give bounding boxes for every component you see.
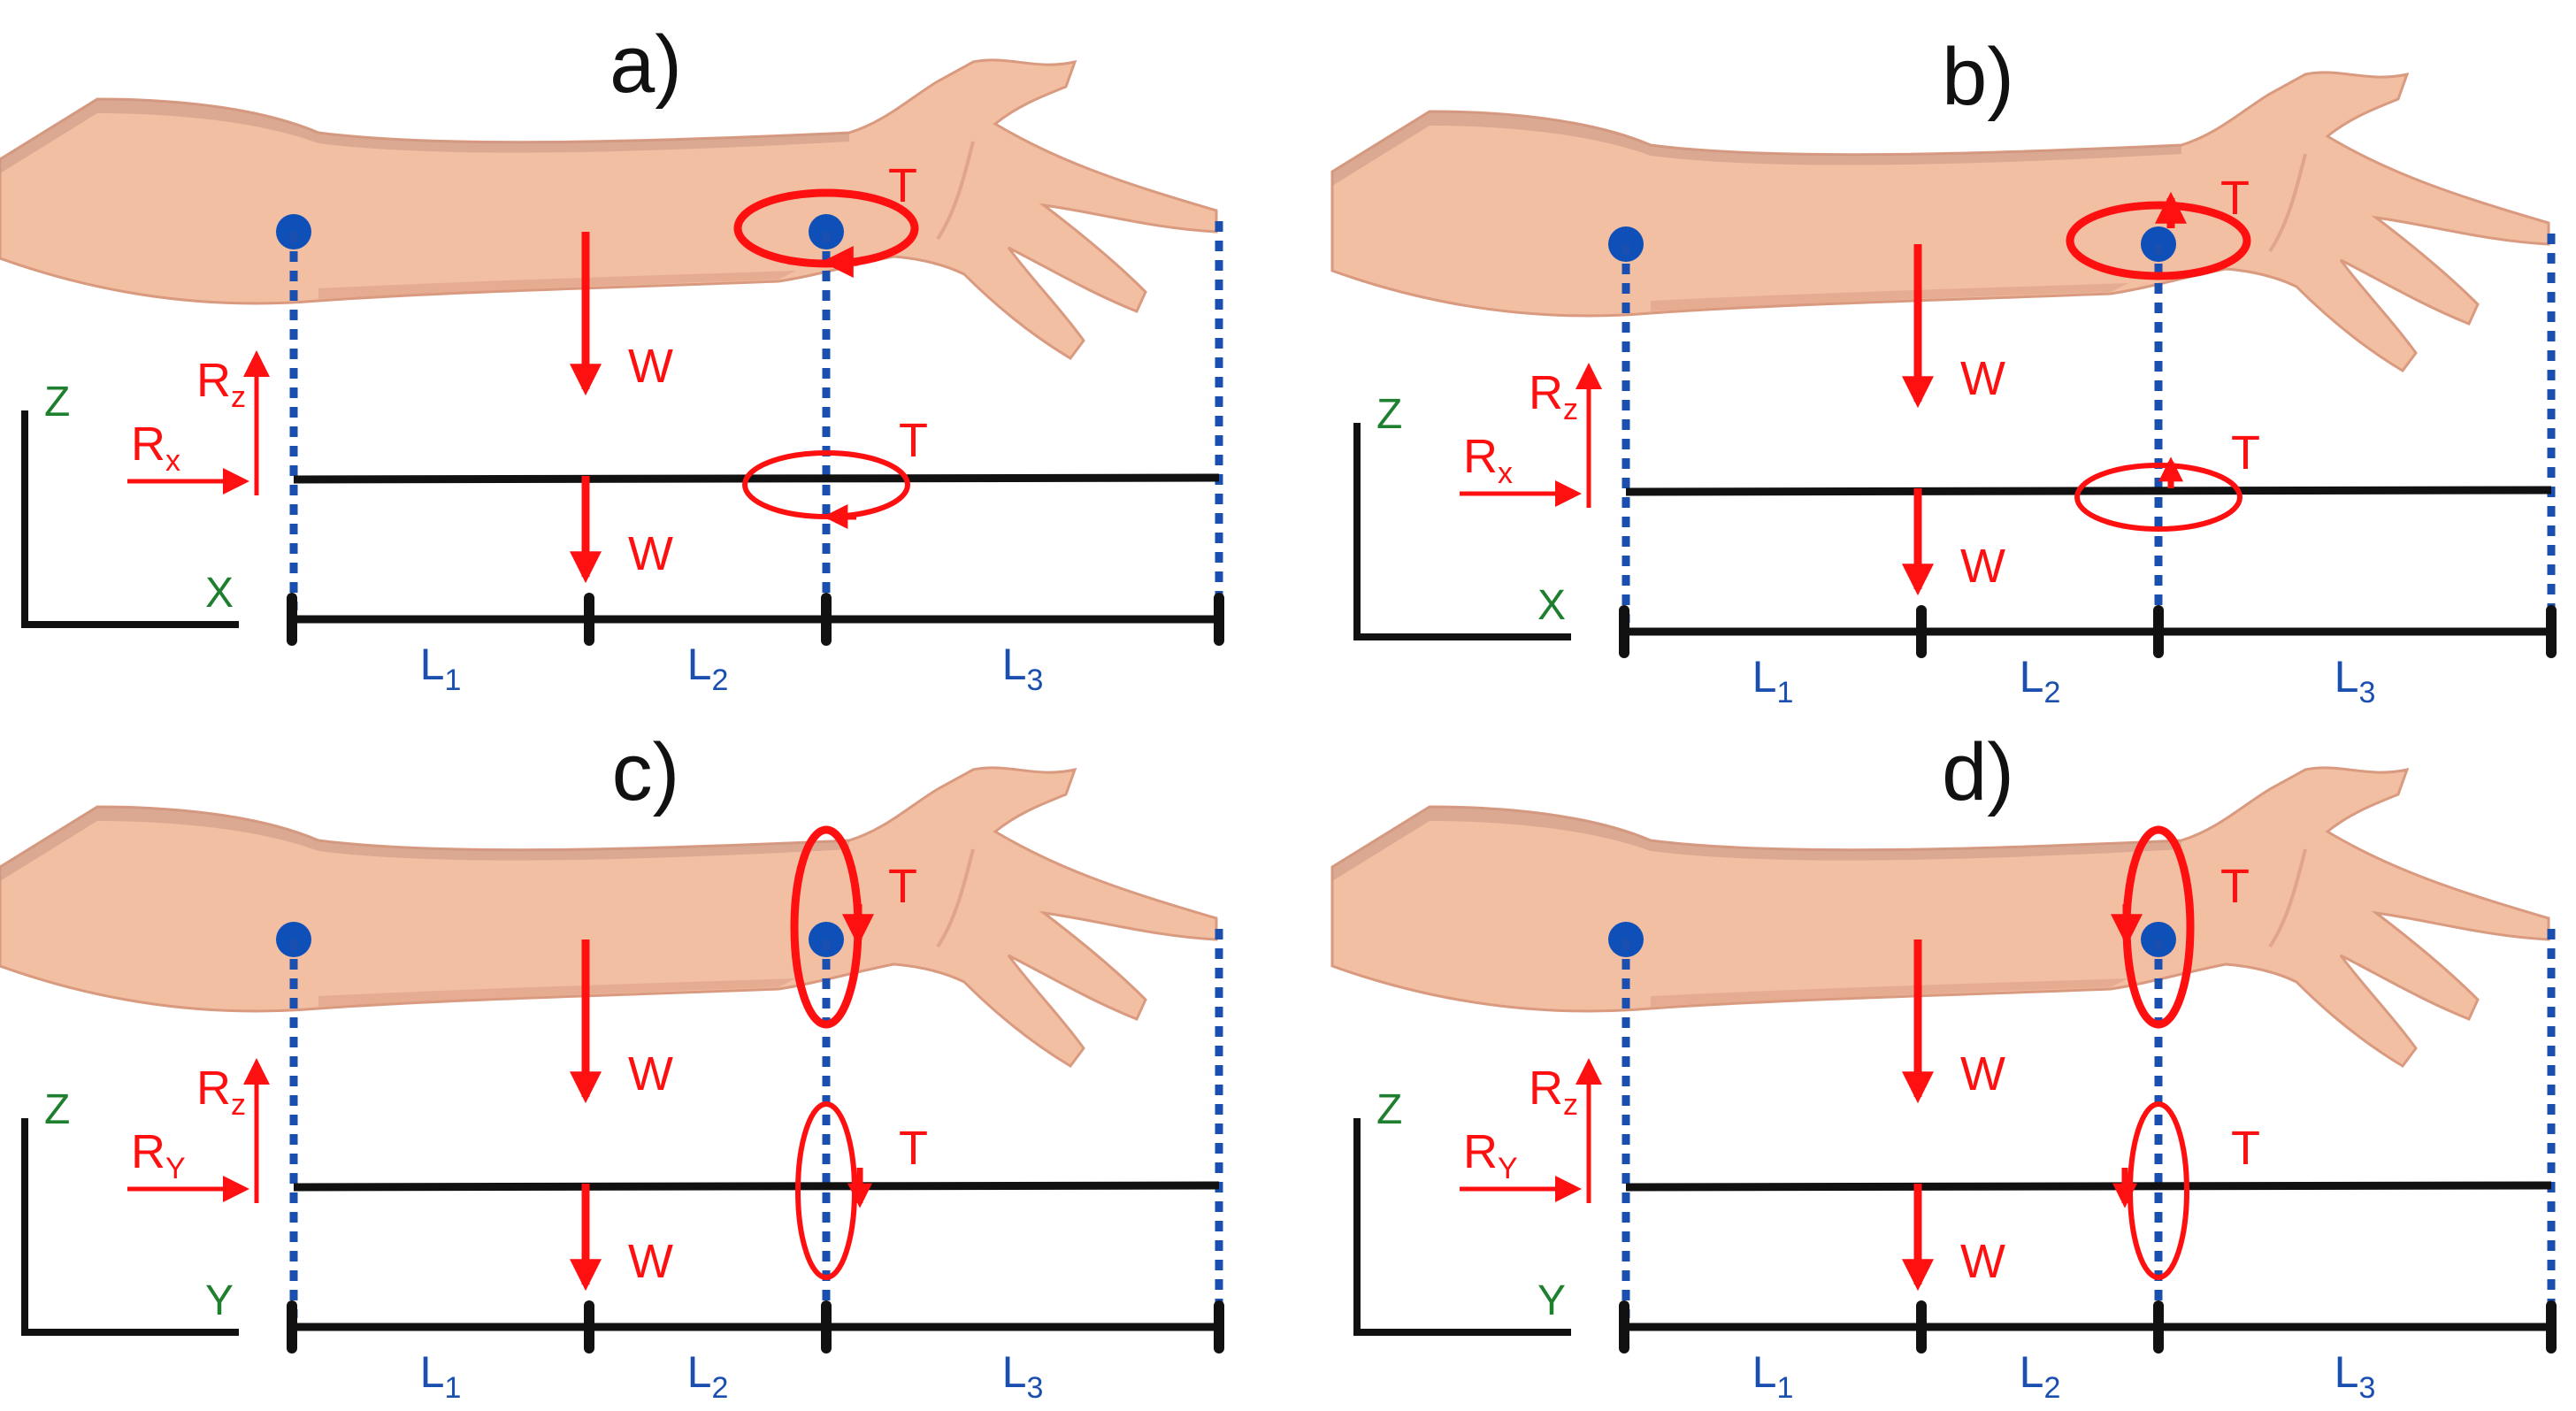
panel-label: d) xyxy=(1942,727,2014,817)
length-label-1: L1 xyxy=(420,1347,462,1405)
reaction-vertical-label: Rz xyxy=(1529,1062,1578,1122)
reaction-horizontal-label: Rx xyxy=(131,418,180,478)
torque-label-arm: T xyxy=(2220,172,2250,225)
forearm-top-shade xyxy=(1332,111,2181,186)
beam-line xyxy=(293,473,1220,484)
torque-label-arm: T xyxy=(888,159,917,212)
length-label-2: L2 xyxy=(2020,1347,2061,1405)
beam-line xyxy=(1625,486,2552,496)
vertical-axis-label: Z xyxy=(44,379,70,426)
length-label-2: L2 xyxy=(687,1347,729,1405)
beam-line xyxy=(293,1181,1220,1192)
coordinate-axes xyxy=(21,410,239,628)
beam-line xyxy=(1625,1181,2552,1192)
forearm-top-shade xyxy=(0,807,849,881)
torque-label-arm: T xyxy=(2220,860,2250,913)
horizontal-axis-label: X xyxy=(1537,582,1566,629)
weight-label-arm: W xyxy=(1960,1047,2005,1100)
wrist-crease xyxy=(936,141,975,241)
torque-label-beam: T xyxy=(899,1122,928,1175)
forearm-top-shade xyxy=(1332,807,2181,881)
torque-label-beam: T xyxy=(2231,1122,2260,1175)
length-label-3: L3 xyxy=(2334,652,2376,709)
torque-label-beam: T xyxy=(2231,426,2260,479)
weight-label-beam: W xyxy=(628,527,673,580)
panel-label: c) xyxy=(612,727,680,817)
panel-label: b) xyxy=(1942,32,2014,122)
reaction-vertical-label: Rz xyxy=(196,1062,246,1122)
torque-label-arm: T xyxy=(888,860,917,913)
length-label-2: L2 xyxy=(687,640,729,697)
weight-label-arm: W xyxy=(628,340,673,393)
forearm-top-shade xyxy=(0,99,849,173)
vertical-axis-label: Z xyxy=(1376,1086,1402,1133)
forearm-bottom-shade xyxy=(1651,978,2128,1007)
weight-label-beam: W xyxy=(1960,540,2005,593)
weight-label-beam: W xyxy=(628,1235,673,1288)
reaction-vertical-label: Rz xyxy=(1529,366,1578,426)
horizontal-axis-label: Y xyxy=(205,1277,234,1324)
length-label-2: L2 xyxy=(2020,652,2061,709)
panel-label: a) xyxy=(610,19,682,110)
weight-label-arm: W xyxy=(628,1047,673,1100)
length-label-1: L1 xyxy=(420,640,462,697)
wrist-crease xyxy=(936,848,975,948)
reaction-vertical-label: Rz xyxy=(196,354,246,414)
weight-label-beam: W xyxy=(1960,1235,2005,1288)
wrist-crease xyxy=(2268,153,2307,253)
coordinate-axes xyxy=(1353,423,1571,640)
forearm-bottom-shade xyxy=(1651,283,2128,311)
wrist-crease xyxy=(2268,848,2307,948)
reaction-horizontal-label: RY xyxy=(1463,1125,1518,1185)
coordinate-axes xyxy=(1353,1118,1571,1336)
coordinate-axes xyxy=(21,1118,239,1336)
vertical-axis-label: Z xyxy=(44,1086,70,1133)
torque-label-beam: T xyxy=(899,414,928,467)
length-label-3: L3 xyxy=(1002,640,1044,697)
forearm-bottom-shade xyxy=(318,978,796,1007)
weight-label-arm: W xyxy=(1960,352,2005,405)
reaction-horizontal-label: RY xyxy=(131,1125,186,1185)
forearm-bottom-shade xyxy=(318,271,796,299)
horizontal-axis-label: Y xyxy=(1537,1277,1566,1324)
length-label-3: L3 xyxy=(2334,1347,2376,1405)
length-label-1: L1 xyxy=(1752,1347,1794,1405)
reaction-horizontal-label: Rx xyxy=(1463,430,1513,490)
length-label-3: L3 xyxy=(1002,1347,1044,1405)
length-label-1: L1 xyxy=(1752,652,1794,709)
vertical-axis-label: Z xyxy=(1376,391,1402,438)
horizontal-axis-label: X xyxy=(205,570,234,617)
